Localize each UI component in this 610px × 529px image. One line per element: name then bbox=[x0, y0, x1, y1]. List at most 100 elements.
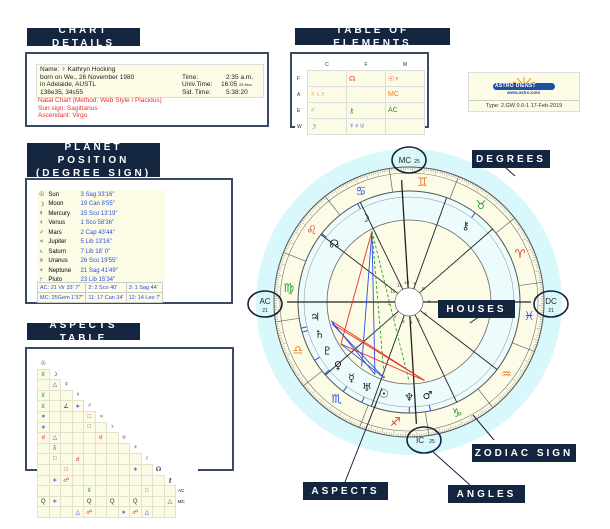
degree-tick bbox=[502, 394, 506, 397]
house-cusp-line bbox=[320, 234, 399, 294]
degree-tick bbox=[375, 171, 377, 175]
planet-neptune-icon: ♆︎ bbox=[404, 391, 414, 404]
house-number: 3 bbox=[402, 319, 405, 324]
degree-tick bbox=[326, 406, 329, 410]
degree-tick bbox=[530, 250, 534, 252]
degree-tick bbox=[486, 193, 490, 198]
degree-tick bbox=[528, 248, 533, 251]
aspect-cell: ⊻ bbox=[37, 368, 50, 381]
degree-tick bbox=[301, 382, 305, 385]
degree-tick bbox=[336, 413, 339, 416]
aspect-cell: □ bbox=[140, 485, 153, 497]
degree-tick bbox=[434, 169, 437, 175]
planet-name: Pluto bbox=[48, 277, 63, 284]
degree-tick bbox=[516, 378, 519, 381]
degree-tick bbox=[533, 338, 539, 341]
houses-label: HOUSES bbox=[438, 300, 515, 318]
degree-tick bbox=[512, 384, 515, 387]
degree-tick bbox=[317, 399, 320, 402]
aspect-cell bbox=[129, 453, 142, 465]
aspect-head: ♂ bbox=[83, 400, 95, 412]
degree-tick bbox=[312, 394, 315, 397]
aspect-cell: ☌ bbox=[37, 432, 50, 444]
degree-tick bbox=[498, 202, 501, 205]
house-cusp-line bbox=[419, 228, 493, 294]
degree-tick bbox=[504, 392, 507, 396]
degree-tick bbox=[290, 237, 294, 240]
house-cusp-table: AC: 21 Vir 33' 7"2: 2 Sco 40'3: 1 Sag 44… bbox=[36, 282, 164, 303]
degree-tick bbox=[503, 207, 506, 210]
degree-tick bbox=[377, 430, 379, 434]
aspect-cell: ∗ bbox=[37, 410, 50, 423]
degree-tick bbox=[307, 212, 312, 216]
house-number: 4 bbox=[410, 320, 413, 325]
degree-tick bbox=[498, 396, 502, 401]
aspect-cell bbox=[163, 506, 176, 518]
degree-tick bbox=[304, 385, 308, 388]
degree-tick bbox=[309, 210, 312, 213]
degree-tick bbox=[526, 239, 529, 242]
sign-divider bbox=[359, 405, 369, 428]
degree-tick bbox=[517, 227, 522, 231]
aspect-cell: Q bbox=[129, 495, 142, 508]
astro-dienst-logo[interactable]: ASTRO DIENST www.astro.com bbox=[487, 77, 561, 95]
aspect-cell bbox=[37, 463, 50, 476]
astro-url[interactable]: www.astro.com bbox=[507, 90, 541, 95]
aspect-cell: ∗ bbox=[129, 463, 142, 476]
aspect-cell bbox=[140, 495, 153, 508]
planet-name: Saturn bbox=[48, 248, 67, 255]
sun-rays-icon bbox=[493, 77, 555, 90]
aspect-cell bbox=[117, 474, 130, 487]
degree-tick bbox=[342, 416, 345, 420]
aspect-cell bbox=[163, 485, 176, 497]
element-cell bbox=[385, 118, 425, 135]
sign-divider bbox=[324, 196, 341, 216]
degree-tick bbox=[475, 415, 478, 419]
degree-tick bbox=[314, 395, 317, 399]
degree-tick bbox=[287, 243, 290, 246]
degree-tick bbox=[315, 397, 319, 400]
chart-type: Type: 2.GW 0.0-1 17-Feb-2019 bbox=[469, 100, 579, 109]
planet-jupiter-icon: ♃︎ bbox=[310, 310, 320, 323]
aspect-head: ☿ bbox=[60, 379, 72, 391]
planet-tick bbox=[342, 386, 348, 392]
aspect-cell: ☍ bbox=[129, 506, 142, 518]
element-cell: AC bbox=[385, 102, 425, 119]
degree-tick bbox=[393, 431, 395, 437]
degree-tick bbox=[534, 341, 538, 343]
degree-tick bbox=[278, 334, 282, 336]
aspect-head: ♄ bbox=[106, 422, 118, 433]
planet-uranus-icon: ♅︎ bbox=[362, 381, 372, 394]
time-label: Time: bbox=[182, 73, 199, 81]
degree-tick bbox=[516, 223, 520, 226]
planet-tick bbox=[302, 330, 309, 333]
planet-moon-icon: ☽︎ bbox=[360, 212, 370, 225]
aspect-cell: △ bbox=[163, 495, 176, 508]
degree-tick bbox=[366, 173, 369, 179]
degree-tick bbox=[439, 428, 441, 434]
aspect-cell: ∗ bbox=[48, 474, 61, 487]
planet-name: Sun bbox=[48, 191, 60, 198]
planet-mercury-icon: ☿︎ bbox=[348, 372, 355, 385]
degree-tick bbox=[381, 429, 384, 435]
degree-tick bbox=[286, 245, 290, 248]
planet-name: Moon bbox=[48, 201, 64, 208]
aspect-cell bbox=[37, 442, 50, 455]
degree-tick bbox=[344, 417, 347, 421]
degree-tick bbox=[370, 172, 372, 176]
sign-divider bbox=[518, 281, 543, 287]
degree-tick bbox=[492, 403, 495, 407]
planet-glyph-icon: ♆ bbox=[39, 267, 44, 274]
zodiac-sign-3-icon: ♋︎ bbox=[355, 184, 366, 198]
degree-tick bbox=[441, 429, 443, 433]
degree-tick bbox=[346, 182, 349, 185]
planet-position: 15 Sco 13'19" bbox=[80, 210, 118, 217]
planet-tick bbox=[314, 356, 320, 361]
table-of-elements-label: TABLE OF ELEMENTS bbox=[295, 25, 450, 49]
degree-tick bbox=[528, 356, 532, 359]
planet-position: 5 Lib 13'16" bbox=[80, 239, 112, 246]
aspect-cell: □ bbox=[48, 453, 61, 465]
